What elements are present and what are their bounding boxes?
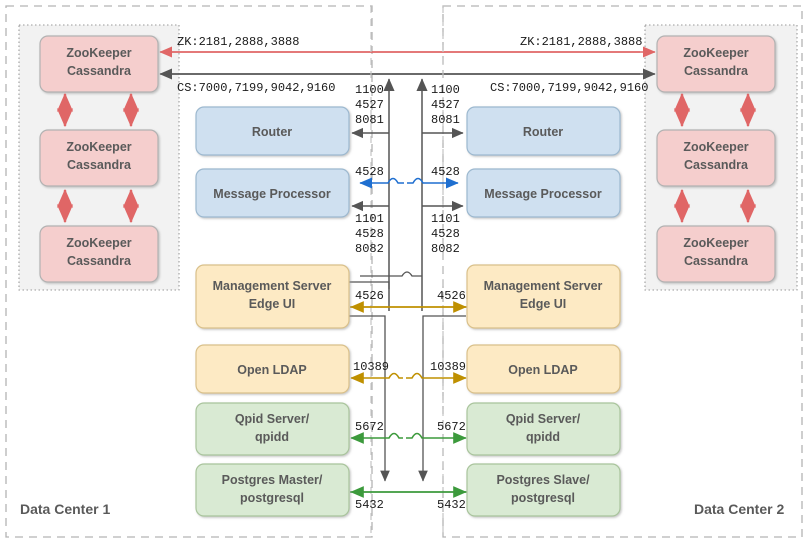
router-left-port-2: 4527 [355,98,384,112]
dc1-zk-node-3-line2: Cassandra [67,254,132,268]
router-left-port-3: 8081 [355,113,384,127]
dc1-zk-node-2-line1: ZooKeeper [66,140,131,154]
cassandra-link-label-left: CS:7000,7199,9042,9160 [177,81,335,95]
dc1-postgres-line2: postgresql [240,491,304,505]
mgmt-right-port: 4526 [437,289,466,303]
mp-left-port-2: 4528 [355,227,384,241]
datacenter-1-border [5,5,373,538]
dc1-zk-node-1-line1: ZooKeeper [66,46,131,60]
dc2-message-processor-label: Message Processor [484,187,602,201]
router-left-port-1: 1100 [355,83,384,97]
dc2-router-node[interactable]: Router [466,106,621,156]
router-right-port-1: 1100 [431,83,460,97]
left-trunk-down [349,315,390,482]
datacenter-1-label: Data Center 1 [20,501,110,517]
dc1-qpid-line1: Qpid Server/ [235,412,310,426]
dc1-zk-node-3-line1: ZooKeeper [66,236,131,250]
dc2-postgres-line1: Postgres Slave/ [496,473,590,487]
dc2-message-processor-node[interactable]: Message Processor [466,168,621,218]
router-right-port-3: 8081 [431,113,460,127]
mp-left-inbound-port: 4528 [355,165,384,179]
dc2-management-server-line1: Management Server [484,279,603,293]
dc2-open-ldap-label: Open LDAP [508,363,577,377]
dc2-zk-node-3[interactable]: ZooKeeper Cassandra [656,225,776,283]
cassandra-link-label-right: CS:7000,7199,9042,9160 [490,81,648,95]
mp-blue-link-left [359,177,404,189]
dc1-zk-node-2-line2: Cassandra [67,158,132,172]
ldap-link-left [350,372,403,384]
mgmt-left-port: 4526 [355,289,384,303]
dc2-open-ldap-node[interactable]: Open LDAP [466,344,621,394]
left-trunk-elbow [349,281,390,289]
dc1-management-server-line1: Management Server [213,279,332,293]
ldap-left-port: 10389 [353,360,389,374]
mp-left-port-1: 1101 [355,212,384,226]
mp-right-port-2: 4528 [431,227,460,241]
dc2-zk-node-1-line1: ZooKeeper [683,46,748,60]
zookeeper-link-label-left: ZK:2181,2888,3888 [177,35,299,49]
dc1-router-node[interactable]: Router [195,106,350,156]
dc2-qpid-line1: Qpid Server/ [506,412,581,426]
postgres-right-port: 5432 [437,498,466,512]
mp-right-port-1: 1101 [431,212,460,226]
dc2-postgres-node[interactable]: Postgres Slave/ postgresql [466,463,621,517]
dc1-open-ldap-node[interactable]: Open LDAP [195,344,350,394]
dc1-message-processor-label: Message Processor [213,187,331,201]
dc1-qpid-line2: qpidd [255,430,289,444]
dc1-management-server-line2: Edge UI [249,297,296,311]
dc1-postgres-node[interactable]: Postgres Master/ postgresql [195,463,350,517]
mp-left-port-3: 8082 [355,242,384,256]
dc1-zk-node-3[interactable]: ZooKeeper Cassandra [39,225,159,283]
qpid-left-port: 5672 [355,420,384,434]
dc2-zk-node-2[interactable]: ZooKeeper Cassandra [656,129,776,187]
dc2-qpid-line2: qpidd [526,430,560,444]
dc1-zk-node-2[interactable]: ZooKeeper Cassandra [39,129,159,187]
dc1-postgres-line1: Postgres Master/ [222,473,323,487]
dc1-zk-node-1[interactable]: ZooKeeper Cassandra [39,35,159,93]
dc2-zk-node-3-line2: Cassandra [684,254,749,268]
router-right-port-2: 4527 [431,98,460,112]
dc2-qpid-node[interactable]: Qpid Server/ qpidd [466,402,621,456]
ldap-link-right [406,372,467,384]
qpid-link-left [350,432,403,444]
dc1-qpid-node[interactable]: Qpid Server/ qpidd [195,402,350,456]
dc2-zk-node-1-line2: Cassandra [684,64,749,78]
dc2-zk-node-1[interactable]: ZooKeeper Cassandra [656,35,776,93]
dc1-zk-node-1-line2: Cassandra [67,64,132,78]
mp-blue-link-right [407,177,459,189]
dc1-management-server-node[interactable]: Management Server Edge UI [195,264,350,329]
mp-right-inbound-port: 4528 [431,165,460,179]
qpid-link-right [406,432,467,444]
right-trunk-elbow [360,271,422,277]
datacenter-2-label: Data Center 2 [694,501,784,517]
zookeeper-link-label-right: ZK:2181,2888,3888 [520,35,642,49]
dc1-open-ldap-label: Open LDAP [237,363,306,377]
dc2-zk-node-2-line1: ZooKeeper [683,140,748,154]
dc2-zk-node-2-line2: Cassandra [684,158,749,172]
right-trunk-down [418,315,466,482]
mp-right-port-3: 8082 [431,242,460,256]
postgres-left-port: 5432 [355,498,384,512]
qpid-right-port: 5672 [437,420,466,434]
dc2-postgres-line2: postgresql [511,491,575,505]
dc2-management-server-line2: Edge UI [520,297,567,311]
dc2-zk-node-3-line1: ZooKeeper [683,236,748,250]
dc1-router-label: Router [252,125,292,139]
dc2-management-server-node[interactable]: Management Server Edge UI [466,264,621,329]
ldap-right-port: 10389 [430,360,466,374]
dc1-message-processor-node[interactable]: Message Processor [195,168,350,218]
dc2-router-label: Router [523,125,563,139]
